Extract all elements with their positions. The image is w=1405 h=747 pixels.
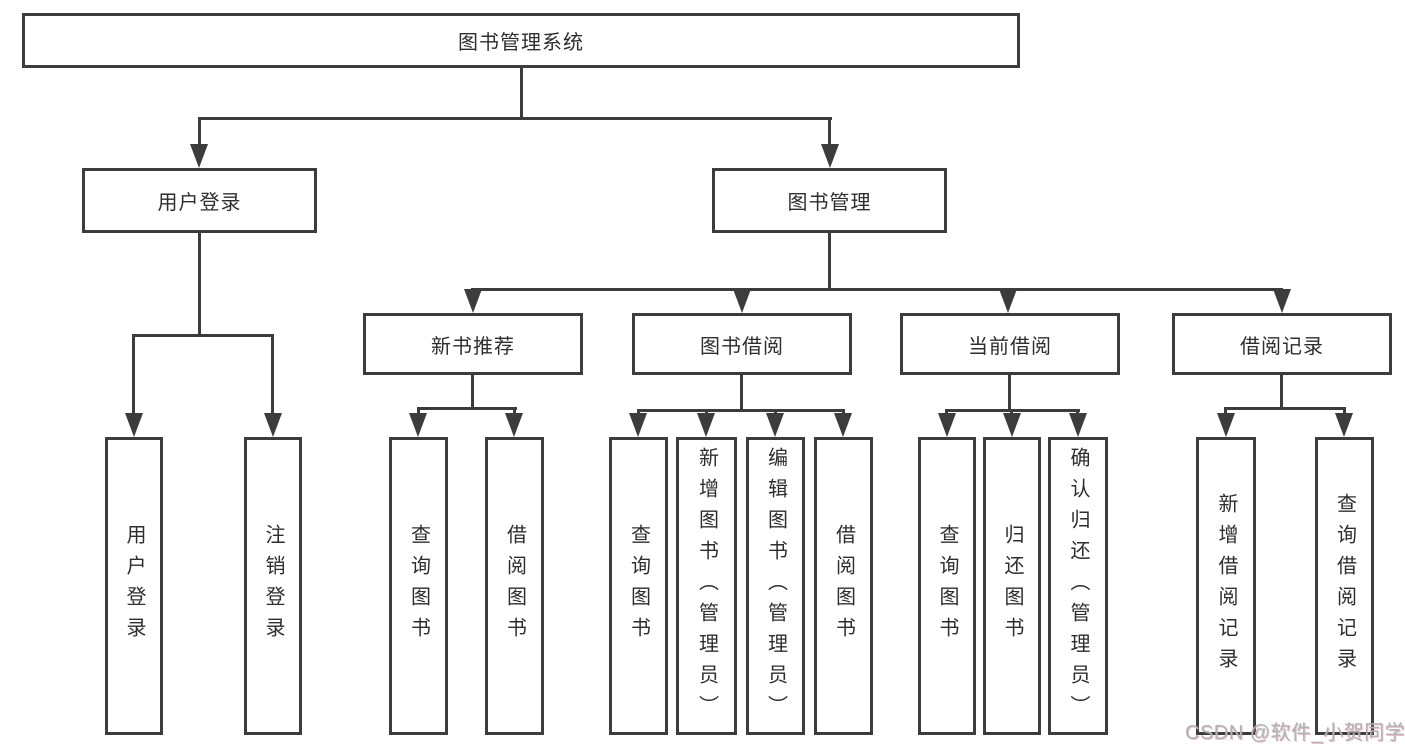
leaf-query-books-current: 查询图书 — [918, 437, 976, 735]
node-label: 用户登录 — [157, 192, 242, 214]
node-label: 归还图书 — [1001, 524, 1023, 648]
leaf-add-books-admin: 新增图书（管理员） — [676, 437, 737, 735]
node-label: 查询借阅记录 — [1333, 493, 1356, 679]
node-label: 借阅图书 — [503, 524, 526, 648]
node-borrow-records: 借阅记录 — [1172, 313, 1392, 375]
node-label: 查询图书 — [627, 524, 650, 648]
arrowhead-icon — [1069, 413, 1087, 437]
node-label: 用户登录 — [123, 524, 145, 648]
node-label: 图书管理 — [787, 192, 872, 214]
connector-line — [513, 407, 516, 416]
leaf-query-books-borrow: 查询图书 — [609, 437, 668, 735]
node-label: 借阅图书 — [832, 524, 855, 648]
connector-line — [520, 66, 523, 119]
connector-line — [774, 409, 777, 416]
node-user-login: 用户登录 — [82, 168, 317, 233]
node-label: 图书管理系统 — [458, 32, 584, 54]
leaf-return-books: 归还图书 — [983, 437, 1041, 735]
arrowhead-icon — [190, 144, 208, 168]
leaf-add-borrow-record: 新增借阅记录 — [1196, 437, 1256, 735]
leaf-user-login: 用户登录 — [105, 437, 163, 735]
node-new-book-recommend: 新书推荐 — [363, 313, 583, 375]
arrowhead-icon — [464, 289, 482, 313]
connector-line — [1010, 409, 1013, 416]
connector-line — [637, 409, 845, 412]
node-label: 查询图书 — [936, 524, 958, 648]
connector-line — [828, 117, 831, 147]
leaf-borrow-books-recommend: 借阅图书 — [485, 437, 544, 735]
node-library-management-system: 图书管理系统 — [22, 13, 1020, 68]
connector-line — [198, 117, 201, 147]
connector-line — [1076, 409, 1079, 416]
connector-line — [471, 288, 1283, 291]
node-book-management: 图书管理 — [712, 168, 947, 233]
node-label: 注销登录 — [262, 524, 284, 648]
node-label: 确认归还（管理员） — [1067, 446, 1089, 726]
arrowhead-icon — [999, 289, 1017, 313]
node-label: 查询图书 — [407, 524, 430, 648]
connector-line — [198, 117, 832, 120]
connector-line — [198, 231, 201, 337]
arrowhead-icon — [697, 413, 715, 437]
connector-line — [637, 409, 640, 416]
arrowhead-icon — [1003, 413, 1021, 437]
connector-line — [705, 409, 708, 416]
leaf-edit-books-admin: 编辑图书（管理员） — [746, 437, 805, 735]
connector-line — [132, 334, 274, 337]
connector-line — [271, 334, 274, 416]
leaf-query-books-recommend: 查询图书 — [389, 437, 448, 735]
arrowhead-icon — [125, 413, 143, 437]
connector-line — [828, 231, 831, 291]
arrowhead-icon — [1217, 413, 1235, 437]
connector-line — [1280, 373, 1283, 410]
leaf-logout: 注销登录 — [244, 437, 302, 735]
node-book-borrow: 图书借阅 — [632, 313, 852, 375]
arrowhead-icon — [766, 413, 784, 437]
connector-line — [132, 334, 135, 416]
connector-line — [842, 409, 845, 416]
node-label: 新书推荐 — [431, 335, 515, 358]
node-label: 新增图书（管理员） — [695, 446, 718, 726]
node-label: 图书借阅 — [700, 335, 784, 358]
arrowhead-icon — [1273, 289, 1291, 313]
arrowhead-icon — [409, 413, 427, 437]
arrowhead-icon — [1335, 413, 1353, 437]
node-label: 当前借阅 — [968, 335, 1052, 358]
connector-line — [417, 407, 420, 416]
csdn-watermark: CSDN @软件_小贺同学 — [1185, 722, 1405, 744]
leaf-query-borrow-record: 查询借阅记录 — [1315, 437, 1374, 735]
node-current-borrow: 当前借阅 — [900, 313, 1120, 375]
connector-line — [471, 373, 474, 410]
arrowhead-icon — [505, 413, 523, 437]
arrowhead-icon — [834, 413, 852, 437]
connector-line — [740, 373, 743, 412]
connector-line — [1008, 373, 1011, 412]
connector-line — [1224, 407, 1227, 416]
connector-line — [1224, 407, 1346, 410]
arrowhead-icon — [629, 413, 647, 437]
arrowhead-icon — [264, 413, 282, 437]
leaf-borrow-books: 借阅图书 — [814, 437, 873, 735]
connector-line — [417, 407, 517, 410]
leaf-confirm-return-admin: 确认归还（管理员） — [1048, 437, 1108, 735]
arrowhead-icon — [821, 144, 839, 168]
connector-line — [1343, 407, 1346, 416]
node-label: 借阅记录 — [1240, 335, 1324, 358]
node-label: 新增借阅记录 — [1215, 493, 1237, 679]
node-label: 编辑图书（管理员） — [764, 446, 787, 726]
connector-line — [945, 409, 948, 416]
arrowhead-icon — [938, 413, 956, 437]
arrowhead-icon — [733, 289, 751, 313]
